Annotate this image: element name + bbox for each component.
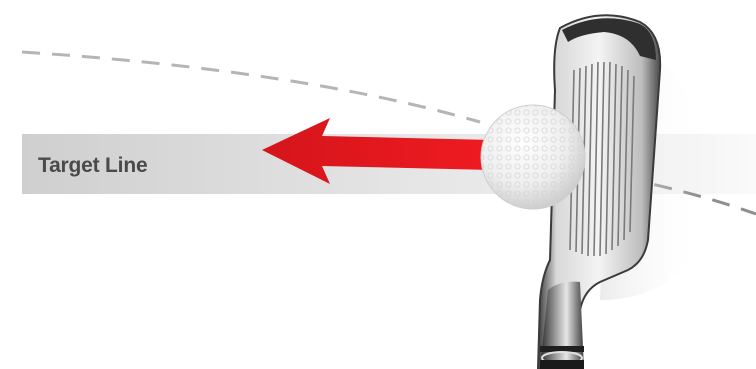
target-line-label: Target Line bbox=[38, 154, 147, 178]
golf-ball-icon bbox=[481, 105, 585, 209]
dashed-flight-path bbox=[22, 52, 480, 122]
